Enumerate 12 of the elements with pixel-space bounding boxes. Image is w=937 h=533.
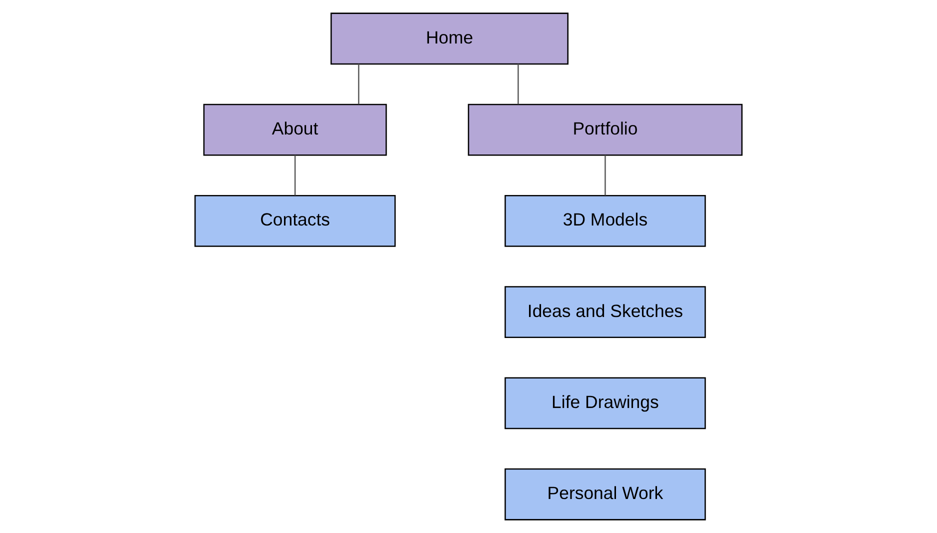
connector [518, 64, 519, 104]
node-box: 3D Models [504, 194, 706, 247]
node-box: Personal Work [504, 468, 706, 520]
node-box: About [203, 104, 387, 156]
node-box: Contacts [194, 194, 396, 247]
connector [604, 155, 606, 196]
node-box: Portfolio [468, 104, 743, 156]
node-box: Home [330, 12, 568, 65]
node-box: Life Drawings [504, 377, 706, 430]
node-box: Ideas and Sketches [504, 286, 706, 338]
connector [358, 64, 360, 104]
connector [294, 155, 296, 196]
